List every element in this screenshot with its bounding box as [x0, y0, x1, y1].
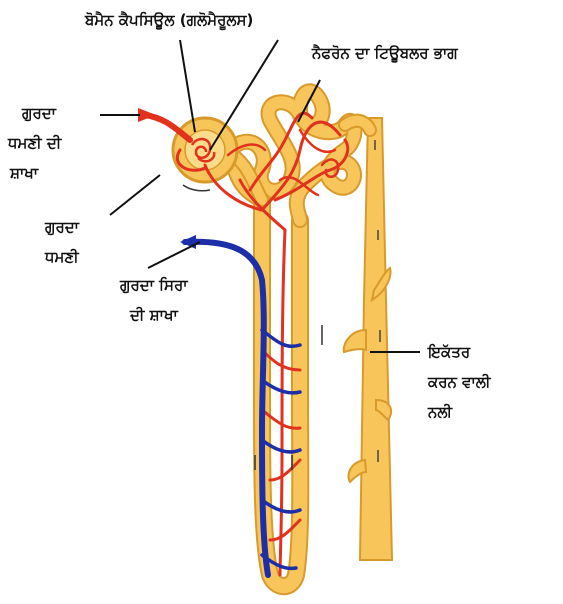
- label-artery-branch-line2: ਧਮਣੀ ਦੀ: [7, 134, 63, 152]
- pointer-vein-branch: [148, 242, 200, 268]
- pointer-renal-artery: [110, 175, 160, 215]
- pointer-bowman-right: [210, 40, 278, 150]
- label-renal-artery-line2: ਧਮਣੀ: [44, 248, 80, 266]
- label-collecting-duct-line2: ਕਰਨ ਵਾਲੀ: [427, 373, 492, 391]
- label-artery-branch-line1: ਗੁਰਦਾ: [21, 104, 57, 122]
- label-artery-branch-line3: ਸ਼ਾਖਾ: [9, 164, 39, 182]
- bowman-capsule: [173, 118, 237, 182]
- label-vein-branch-line2: ਦੀ ਸ਼ਾਖਾ: [129, 306, 178, 324]
- label-collecting-duct-line3: ਨਲੀ: [427, 403, 454, 421]
- pointer-bowman-left: [180, 40, 195, 132]
- label-bowman-capsule: ਬੋਮੈਨ ਕੈਪਸਿਊਲ (ਗਲੋਮੈਰੂਲਸ): [84, 11, 253, 30]
- label-collecting-duct-line1: ਇਕੱਤਰ: [427, 343, 471, 361]
- label-vein-branch-line1: ਗੁਰਦਾ ਸਿਰਾ: [119, 276, 188, 294]
- label-renal-artery-line1: ਗੁਰਦਾ: [44, 218, 80, 236]
- label-nephron-tubular: ਨੈਫਰੋਨ ਦਾ ਟਿਊਬਲਰ ਭਾਗ: [311, 44, 458, 63]
